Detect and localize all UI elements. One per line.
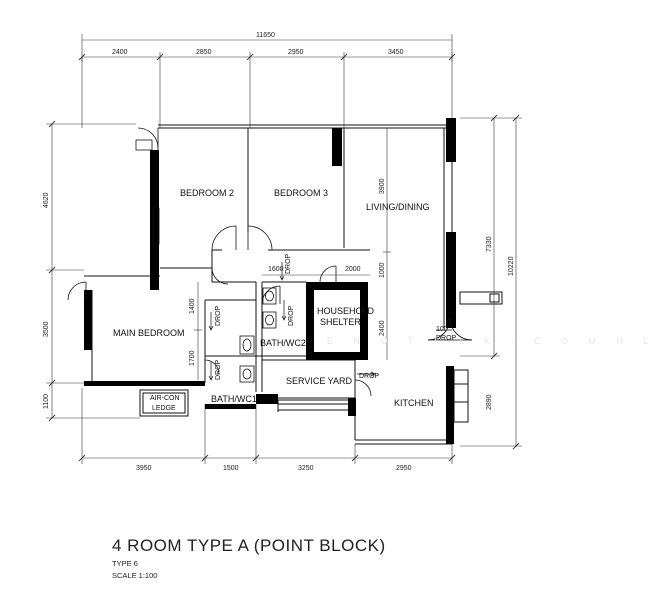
drop-label-3: DROP — [215, 305, 222, 326]
room-label-bedroom2: BEDROOM 2 — [180, 188, 234, 198]
dim-left-1: 4620 — [43, 192, 50, 208]
room-label-bath-wc2: BATH/WC2 — [260, 338, 306, 348]
room-label-aircon-2: LEDGE — [152, 405, 176, 412]
room-label-living: LIVING/DINING — [366, 202, 430, 212]
dim-top-4: 3450 — [388, 49, 404, 56]
dim-right-inner-1: 7330 — [486, 236, 493, 252]
dimension-lines — [46, 34, 522, 464]
dim-left-2: 3500 — [43, 321, 50, 337]
dim-right-outer: 10220 — [508, 256, 515, 276]
dim-living-lower: 1000 — [379, 262, 386, 278]
room-label-service-yard: SERVICE YARD — [286, 376, 353, 386]
dim-top-2: 2850 — [196, 49, 212, 56]
room-label-bath-wc1: BATH/WC1 — [211, 394, 257, 404]
dim-bottom-1: 3950 — [136, 465, 152, 472]
plan-type: TYPE 6 — [112, 559, 138, 568]
dim-balcony-width: 100 — [436, 326, 448, 333]
drop-label-4: DROP — [215, 359, 222, 380]
dim-right-inner-2: 2890 — [486, 394, 493, 410]
drop-label-6: DROP — [436, 335, 457, 342]
drop-label-2: DROP — [288, 305, 295, 326]
drop-label-5: DROP — [359, 373, 380, 380]
plan-title: 4 ROOM TYPE A (POINT BLOCK) — [112, 536, 386, 555]
plan-scale: SCALE 1:100 — [112, 571, 158, 580]
dim-bottom-3: 3250 — [298, 465, 314, 472]
dim-top-3: 2950 — [288, 49, 304, 56]
dim-left-3: 1100 — [43, 394, 50, 409]
room-label-aircon-1: AIR-CON — [150, 395, 180, 402]
dim-total-width: 11650 — [256, 32, 275, 39]
drop-label-1: DROP — [285, 253, 292, 274]
drop-symbols — [208, 262, 452, 381]
room-label-kitchen: KITCHEN — [394, 398, 434, 408]
bathroom-fixtures — [152, 207, 277, 383]
room-label-shelter-1: HOUSEHOLD — [317, 306, 375, 316]
watermark: R E N O T A L K . C O M H D B — [300, 336, 648, 346]
dim-hall-width-b: 2000 — [345, 266, 361, 273]
dim-bottom-4: 2950 — [396, 465, 412, 472]
title-block: 4 ROOM TYPE A (POINT BLOCK) TYPE 6 SCALE… — [112, 536, 386, 580]
doors — [67, 127, 473, 397]
dim-top-1: 2400 — [112, 49, 128, 56]
thin-walls — [84, 124, 503, 445]
dimension-ticks — [48, 53, 520, 462]
room-label-bedroom3: BEDROOM 3 — [274, 188, 328, 198]
room-label-main-bedroom: MAIN BEDROOM — [113, 328, 185, 338]
dim-bath-height-a: 1400 — [189, 298, 196, 314]
dim-bottom-2: 1500 — [223, 465, 239, 472]
dim-bath-height-b: 1700 — [189, 350, 196, 366]
dim-hall-width-a: 1600 — [268, 266, 284, 273]
room-label-shelter-2: SHELTER — [320, 317, 361, 327]
dim-shelter-height: 2400 — [379, 320, 386, 336]
dim-living-height: 3900 — [379, 178, 386, 194]
